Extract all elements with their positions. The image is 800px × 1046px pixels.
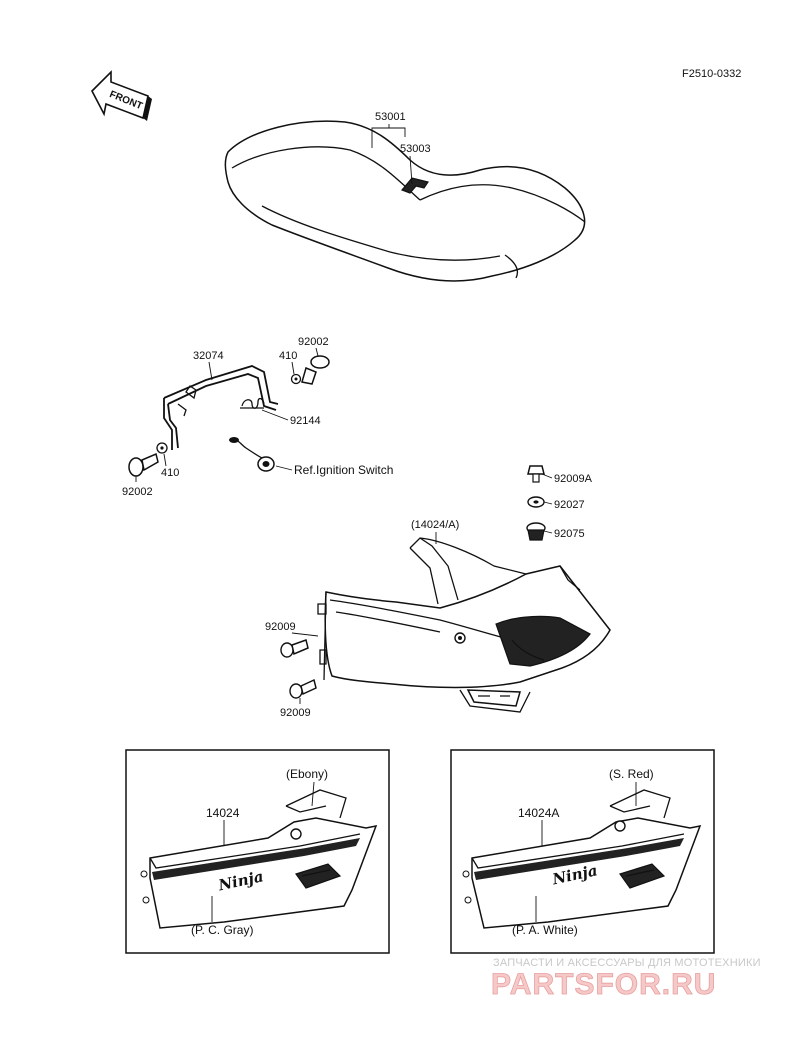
bolt-bottom-icon [128,442,168,477]
variant-box-2: Ninja [450,749,715,954]
label-92144: 92144 [290,415,321,427]
screw-left-1-icon [280,639,309,658]
label-53001: 53001 [375,111,406,123]
variant-2-color-bottom: (P. A. White) [512,923,578,937]
ignition-cable-icon [229,437,275,472]
diagram-code: F2510-0332 [682,68,741,80]
label-92002-bottom: 92002 [122,486,153,498]
tail-cover-drawing [317,537,611,713]
label-92027: 92027 [554,499,585,511]
seat-drawing [224,120,586,282]
label-92009A: 92009A [554,473,593,485]
watermark-tagline: ЗАПЧАСТИ И АКСЕССУАРЫ ДЛЯ МОТОТЕХНИКИ [493,957,761,969]
label-14024-A: (14024/A) [411,519,459,531]
variant-2-part-no: 14024A [518,806,559,820]
label-92002-top: 92002 [298,336,329,348]
label-410-bottom: 410 [161,467,179,479]
label-92009-1: 92009 [265,621,296,633]
variant-1-color-top: (Ebony) [286,767,328,781]
label-410-top: 410 [279,350,297,362]
variant-1-part-no: 14024 [206,806,240,820]
washer-icon [527,496,545,508]
variant-2-color-top: (S. Red) [609,767,654,781]
spring-icon [240,397,265,409]
label-32074: 32074 [193,350,224,362]
screw-left-2-icon [289,678,317,699]
label-53003: 53003 [400,143,431,155]
bolt-top-icon [290,355,330,385]
variant-1-color-bottom: (P. C. Gray) [191,923,253,937]
bracket-drawing [163,365,279,450]
label-ignition-ref: Ref.Ignition Switch [294,463,393,477]
screw-top-icon [527,465,545,483]
front-arrow-icon: FRONT [91,70,152,121]
variant-box-1: Ninja [125,749,390,954]
label-92009-2: 92009 [280,707,311,719]
watermark-brand: PARTSFOR.RU [491,968,716,1001]
label-92075: 92075 [554,528,585,540]
damper-icon [526,522,546,541]
